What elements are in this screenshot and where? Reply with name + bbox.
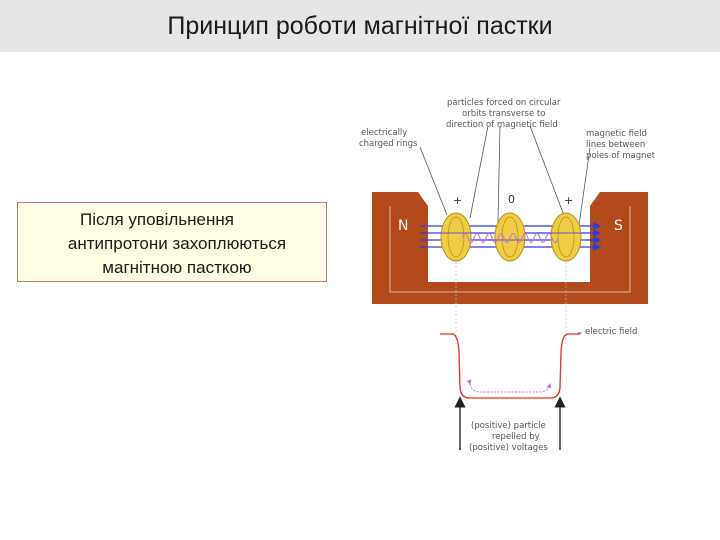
magnet-inner-edge: [389, 206, 631, 293]
pole-north-label: N: [398, 218, 408, 234]
pointer-orbit-right: [529, 125, 566, 219]
repulsion-arrows: [454, 396, 566, 450]
magnet-body: [372, 192, 648, 304]
guide-lines: [455, 262, 567, 345]
label-repelled-2: repelled by: [492, 432, 540, 442]
title-bar: Принцип роботи магнітної пастки: [0, 0, 720, 52]
pointer-orbit-left: [469, 125, 489, 219]
note-box: Після уповільнення антипротони захоплюют…: [17, 202, 327, 282]
label-orbits-3: direction of magnetic field: [446, 120, 558, 130]
label-repelled-1: (positive) particle: [471, 421, 546, 431]
pointer-field: [577, 147, 591, 233]
label-orbits-1: particles forced on circular: [447, 98, 561, 108]
label-rings-1: electrically: [361, 128, 407, 138]
pointer-orbit-mid: [497, 125, 501, 223]
label-field-3: poles of magnet: [586, 151, 656, 161]
pole-south-label: S: [614, 218, 623, 234]
label-field-1: magnetic field: [586, 129, 647, 139]
label-electric-field: electric field: [585, 327, 637, 337]
ring-sign-left: +: [453, 194, 462, 207]
note-line-2: антипротони захоплюються: [67, 234, 287, 253]
ring-left: [440, 212, 472, 262]
label-orbits-2: orbits transverse to: [462, 109, 545, 119]
electric-potential-curve: [440, 333, 580, 399]
label-pointers: [419, 125, 591, 233]
ring-right: [550, 212, 582, 262]
label-repelled-3: (positive) voltages: [469, 443, 548, 453]
note-line-1: Після уповільнення: [80, 210, 234, 229]
trapped-particle-path: [466, 379, 552, 393]
label-rings-2: charged rings: [359, 139, 418, 149]
note-line-3: магнітною пасткою: [102, 258, 252, 277]
slide-title: Принцип роботи магнітної пастки: [167, 12, 553, 40]
u-magnet: N S: [372, 192, 648, 304]
label-field-2: lines between: [586, 140, 645, 150]
pointer-rings: [419, 146, 448, 216]
particle-spiral-orbit: [461, 232, 559, 244]
ring-sign-middle: 0: [508, 193, 515, 206]
ring-sign-right: +: [564, 194, 573, 207]
